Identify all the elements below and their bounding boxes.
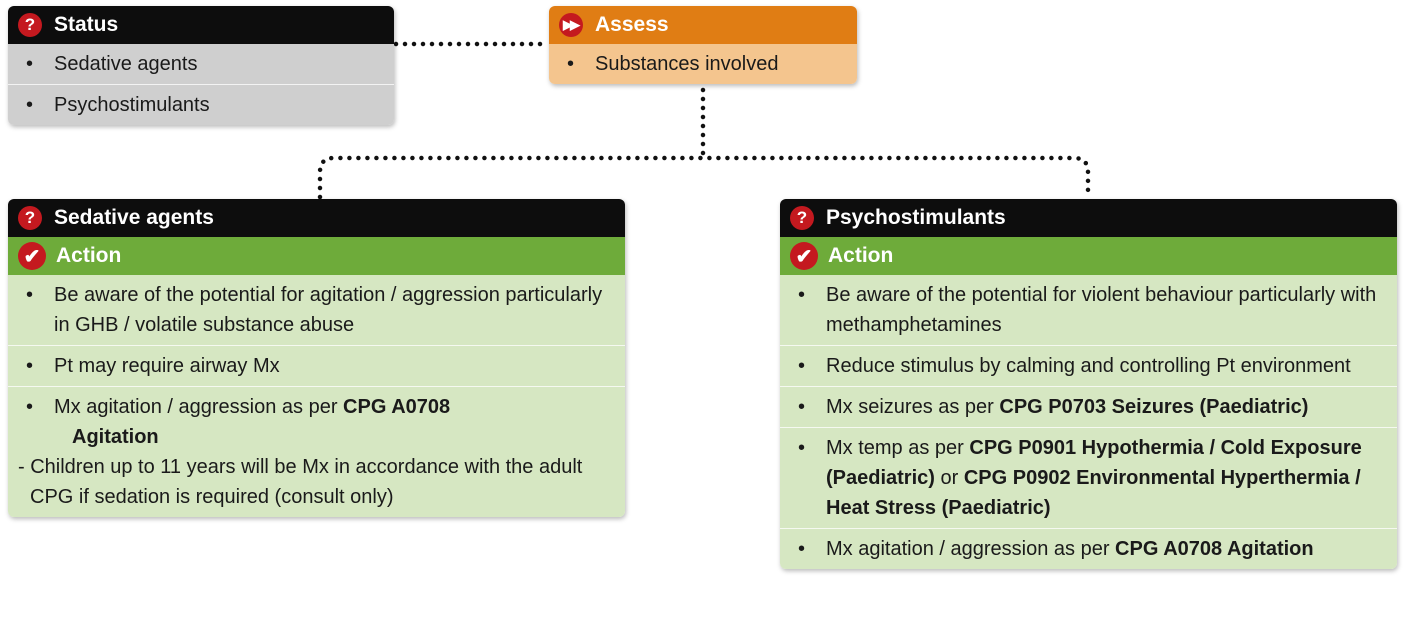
cpg-reference: CPG A0708 — [343, 396, 451, 418]
psycho-box: ? Psychostimulants ✔ Action Be aware of … — [780, 199, 1397, 569]
sedative-action-label: Action — [56, 244, 122, 267]
question-icon: ? — [18, 13, 42, 37]
item-text: Mx temp as per — [826, 437, 970, 459]
item-text: Mx seizures as per — [826, 396, 1000, 418]
psycho-header: ? Psychostimulants — [780, 199, 1397, 237]
status-list: Sedative agents Psychostimulants — [8, 44, 394, 125]
item-text: Be aware of the potential for agitation … — [54, 284, 603, 336]
list-item: Mx agitation / aggression as per CPG A07… — [780, 528, 1397, 569]
connector-horizontal-branch — [317, 155, 1091, 200]
assess-header: ▶▶ Assess — [549, 6, 857, 44]
psycho-title: Psychostimulants — [826, 206, 1006, 229]
cpg-reference: CPG P0703 Seizures (Paediatric) — [999, 396, 1309, 418]
item-text: or — [934, 467, 964, 489]
item-text: Reduce stimulus by calming and controlli… — [826, 355, 1351, 377]
list-item: Be aware of the potential for agitation … — [8, 275, 625, 345]
cpg-reference: CPG A0708 Agitation — [1115, 538, 1314, 560]
item-text: Pt may require airway Mx — [54, 355, 280, 377]
item-text: Be aware of the potential for violent be… — [826, 284, 1377, 336]
status-header: ? Status — [8, 6, 394, 44]
assess-list: Substances involved — [549, 44, 857, 84]
sedative-title: Sedative agents — [54, 206, 214, 229]
item-note: - Children up to 11 years will be Mx in … — [18, 456, 583, 508]
assess-box: ▶▶ Assess Substances involved — [549, 6, 857, 84]
sedative-action-header: ✔ Action — [8, 237, 625, 275]
sedative-header: ? Sedative agents — [8, 199, 625, 237]
item-text: Mx agitation / aggression as per — [826, 538, 1116, 560]
sedative-action-list: Be aware of the potential for agitation … — [8, 275, 625, 517]
list-item: Pt may require airway Mx — [8, 345, 625, 386]
fast-forward-icon: ▶▶ — [559, 13, 583, 37]
list-item: Mx temp as per CPG P0901 Hypothermia / C… — [780, 427, 1397, 528]
check-icon: ✔ — [18, 242, 46, 270]
question-icon: ? — [790, 206, 814, 230]
list-item: Reduce stimulus by calming and controlli… — [780, 345, 1397, 386]
list-item: Substances involved — [549, 44, 857, 84]
list-item: Sedative agents — [8, 44, 394, 84]
list-item: Psychostimulants — [8, 84, 394, 125]
list-item: Mx seizures as per CPG P0703 Seizures (P… — [780, 386, 1397, 427]
status-box: ? Status Sedative agents Psychostimulant… — [8, 6, 394, 125]
question-icon: ? — [18, 206, 42, 230]
sedative-box: ? Sedative agents ✔ Action Be aware of t… — [8, 199, 625, 517]
assess-title: Assess — [595, 13, 669, 36]
cpg-reference: CPG P0901 Hypothermia / Cold Exposure (P… — [826, 437, 1362, 489]
status-title: Status — [54, 13, 119, 36]
item-text: Mx agitation / aggression as per — [54, 396, 344, 418]
psycho-action-list: Be aware of the potential for violent be… — [780, 275, 1397, 569]
cpg-reference-title: Agitation — [72, 426, 159, 448]
psycho-action-header: ✔ Action — [780, 237, 1397, 275]
list-item: Mx agitation / aggression as per CPG A07… — [8, 386, 625, 517]
check-icon: ✔ — [790, 242, 818, 270]
psycho-action-label: Action — [828, 244, 894, 267]
list-item: Be aware of the potential for violent be… — [780, 275, 1397, 345]
cpg-reference: CPG P0902 Environmental Hyperthermia / H… — [826, 467, 1361, 519]
